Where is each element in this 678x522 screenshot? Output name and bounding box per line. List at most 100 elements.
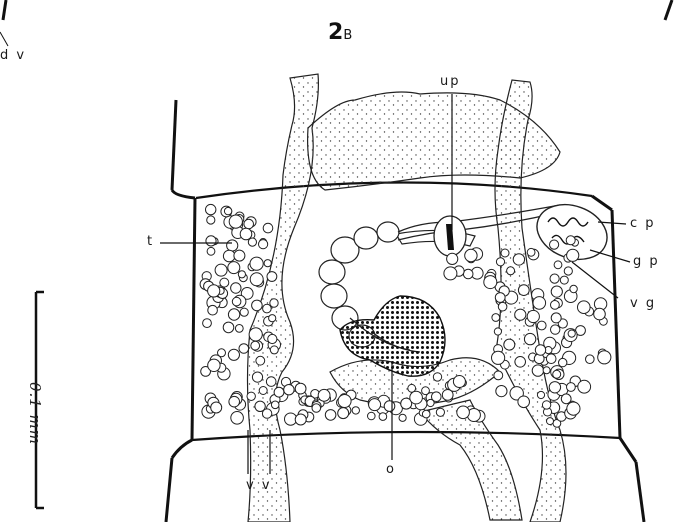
testis-follicle <box>295 414 306 425</box>
testis-follicle <box>228 262 240 274</box>
testis-follicle <box>498 302 507 311</box>
corner-mark-left <box>3 0 6 20</box>
testis-follicle <box>518 285 529 296</box>
testis-follicle <box>259 387 267 395</box>
testis-follicle <box>537 391 544 398</box>
testis-follicle <box>570 285 577 292</box>
figure-letter: B <box>343 28 352 43</box>
label-dv: d v <box>0 48 26 63</box>
testis-follicle <box>229 215 242 228</box>
testis-follicle <box>262 409 271 418</box>
testis-follicle <box>352 407 359 414</box>
testis-follicle <box>533 297 546 310</box>
testis-follicle <box>561 394 571 404</box>
label-t: t <box>147 234 154 249</box>
testis-follicle <box>239 344 249 354</box>
testis-follicle <box>410 391 423 404</box>
testis-follicle <box>507 267 515 275</box>
testis-follicle <box>515 357 526 368</box>
testis-follicle <box>494 328 501 335</box>
testis-follicle <box>312 404 321 413</box>
testis-follicle <box>268 334 277 343</box>
label-up: up <box>440 74 461 89</box>
testis-follicle <box>550 274 559 283</box>
testis-follicle <box>227 240 238 251</box>
testis-follicle <box>229 396 240 407</box>
testis-follicle <box>228 349 239 360</box>
testis-follicle <box>399 414 406 421</box>
testis-follicle <box>369 399 381 411</box>
testis-follicle <box>384 401 395 412</box>
testis-follicle <box>263 304 272 313</box>
testis-follicle <box>249 328 262 341</box>
testis-follicle <box>496 258 504 266</box>
label-cp: c p <box>630 216 656 231</box>
testis-follicle <box>549 382 560 393</box>
testis-follicle <box>551 301 560 310</box>
label-vg: v g <box>630 296 656 311</box>
testis-follicle <box>274 387 284 397</box>
testis-follicle <box>494 371 503 380</box>
testis-follicle <box>368 412 376 420</box>
testis-follicle <box>568 330 575 337</box>
testis-follicle <box>495 293 505 303</box>
testis-follicle <box>240 228 252 240</box>
genital-ducts <box>398 205 560 240</box>
testis-follicle <box>270 299 278 307</box>
figure-number: 2 <box>328 20 343 45</box>
label-gp: g p <box>633 254 660 269</box>
testis-follicle <box>594 308 606 320</box>
testis-follicle <box>224 207 231 214</box>
testis-follicle <box>567 383 576 392</box>
testis-follicle <box>259 240 268 249</box>
testis-follicle <box>598 351 611 364</box>
testis-follicle <box>546 354 556 364</box>
testis-follicle <box>379 413 387 421</box>
testis-follicle <box>543 367 550 374</box>
testis-follicle <box>228 309 239 320</box>
testis-follicle <box>444 267 457 280</box>
testis-follicle <box>256 356 265 365</box>
testis-follicle <box>208 305 218 315</box>
testis-follicle <box>208 285 220 297</box>
testis-follicle <box>318 389 330 401</box>
testis-follicle <box>457 406 470 419</box>
testis-follicle <box>271 401 279 409</box>
testis-follicle <box>250 257 263 270</box>
testis-follicle <box>501 249 509 257</box>
testis-follicle <box>240 308 248 316</box>
testis-follicle <box>433 373 441 381</box>
testis-follicle <box>267 272 277 282</box>
testis-follicle <box>284 385 294 395</box>
testis-follicle <box>232 297 241 306</box>
testis-follicle <box>566 236 575 245</box>
testis-follicle <box>220 278 229 287</box>
testis-follicle <box>554 261 562 269</box>
testis-follicle <box>325 410 336 421</box>
testis-follicle <box>247 392 255 400</box>
dv-leader <box>0 32 8 46</box>
testis-follicle <box>578 380 591 393</box>
testis-follicle <box>447 253 458 264</box>
testis-follicle <box>567 249 579 261</box>
testis-follicle <box>492 314 500 322</box>
testis-follicle <box>560 276 568 284</box>
testis-follicle <box>537 321 546 330</box>
testis-follicle <box>422 387 430 395</box>
testis-follicle <box>263 223 273 233</box>
testis-follicle <box>223 322 234 333</box>
testis-follicle <box>269 315 276 322</box>
testis-follicle <box>465 249 477 261</box>
testis-follicle <box>496 386 507 397</box>
testis-follicle <box>252 372 262 382</box>
testis-follicle <box>542 401 550 409</box>
testis-follicle <box>436 408 444 416</box>
testis-follicle <box>250 273 263 286</box>
testis-follicle <box>453 376 465 388</box>
testis-follicle <box>515 309 526 320</box>
testis-follicle <box>231 283 241 293</box>
testis-follicle <box>215 264 227 276</box>
testis-follicle <box>551 325 560 334</box>
testis-follicle <box>524 333 535 344</box>
testis-follicle <box>484 276 497 289</box>
